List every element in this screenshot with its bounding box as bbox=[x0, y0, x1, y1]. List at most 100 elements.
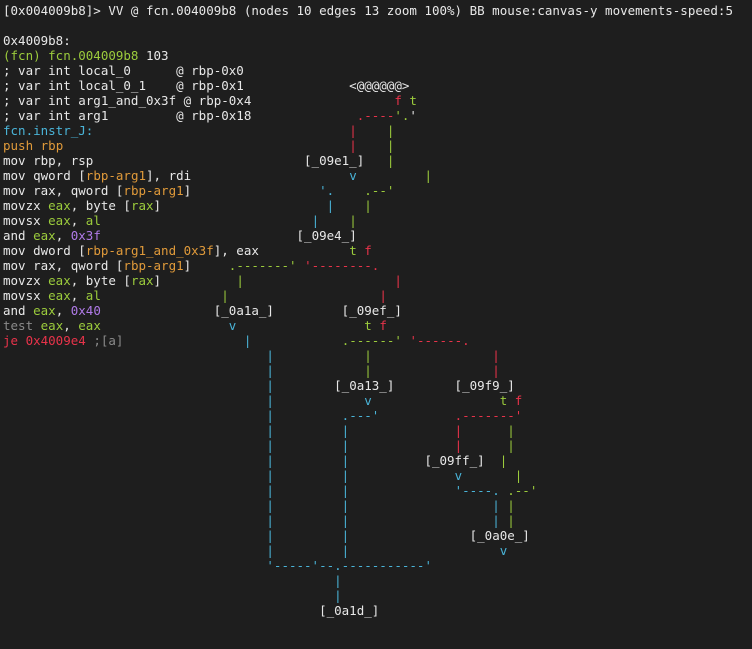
terminal-line: movsx eax, al | | bbox=[3, 288, 387, 303]
terminal-text-segment: | bbox=[326, 198, 335, 213]
terminal-text-segment: | bbox=[507, 438, 515, 453]
terminal-text-segment: v bbox=[499, 543, 508, 558]
terminal-text-segment: mov rax, qword [ bbox=[3, 183, 124, 198]
terminal-text-segment bbox=[274, 528, 342, 543]
terminal-line: ; var int arg1_and_0x3f @ rbp-0x4 f t bbox=[3, 93, 417, 108]
terminal-text-segment: ; var int arg1_and_0x3f @ rbp-0x4 bbox=[3, 93, 395, 108]
terminal-text-segment: | bbox=[266, 363, 274, 378]
terminal-text-segment bbox=[357, 168, 425, 183]
terminal-text-segment: | bbox=[386, 123, 395, 138]
terminal-text-segment: ], rdi bbox=[146, 168, 350, 183]
terminal-text-segment bbox=[274, 513, 342, 528]
terminal-text-segment bbox=[319, 213, 349, 228]
terminal-text-segment: , bbox=[70, 288, 86, 303]
terminal-text-segment: | bbox=[349, 213, 357, 228]
terminal-text-segment: .------' bbox=[341, 333, 402, 348]
terminal-line: | v t f bbox=[3, 393, 522, 408]
terminal-line: | | [_0a0e_] bbox=[3, 528, 530, 543]
terminal-line: | | | bbox=[3, 348, 499, 363]
terminal-line: | bbox=[3, 588, 342, 603]
terminal-text-segment bbox=[357, 123, 387, 138]
terminal-text-segment: | bbox=[341, 453, 350, 468]
terminal-text-segment bbox=[3, 348, 266, 363]
terminal-text-segment: | bbox=[499, 453, 508, 468]
terminal-text-segment: t bbox=[499, 393, 508, 408]
terminal-text-segment: | bbox=[386, 153, 395, 168]
terminal-text-segment: | bbox=[514, 468, 523, 483]
command-prompt-line: [0x004009b8]> VV @ fcn.004009b8 (nodes 1… bbox=[3, 3, 733, 18]
terminal-text-segment: 0x3f bbox=[70, 228, 101, 243]
terminal-text-segment: | bbox=[334, 588, 342, 603]
terminal-text-segment: | bbox=[364, 348, 372, 363]
terminal-text-segment: movzx bbox=[3, 198, 49, 213]
terminal-line: mov rbp, rsp [_09e1_] | bbox=[3, 153, 394, 168]
terminal-text-segment bbox=[349, 423, 454, 438]
terminal-text-segment: je 0x4009e4 bbox=[3, 333, 86, 348]
terminal-text-segment bbox=[3, 453, 266, 468]
terminal-line: | | v bbox=[3, 543, 507, 558]
terminal-text-segment bbox=[349, 513, 492, 528]
terminal-line: je 0x4009e4 ;[a] | .------' '------. bbox=[3, 333, 470, 348]
terminal-text-segment bbox=[3, 528, 266, 543]
terminal-text-segment bbox=[3, 393, 266, 408]
terminal-text-segment: , bbox=[70, 213, 86, 228]
terminal-text-segment bbox=[3, 468, 266, 483]
terminal-text-segment: | bbox=[334, 573, 342, 588]
terminal-line: ; var int local_0_1 @ rbp-0x1 <@@@@@@> bbox=[3, 78, 409, 93]
terminal-text-segment: | bbox=[454, 438, 463, 453]
terminal-text-segment: ; var int local_0 @ rbp-0x0 bbox=[3, 63, 244, 78]
terminal-text-segment: | bbox=[341, 423, 350, 438]
terminal-line: fcn.instr_J: | | bbox=[3, 123, 394, 138]
terminal-text-segment: , byte [ bbox=[70, 273, 131, 288]
terminal-line: | | [_09ff_] | bbox=[3, 453, 507, 468]
terminal-text-segment: mov qword [ bbox=[3, 168, 86, 183]
terminal-text-segment: | bbox=[311, 213, 320, 228]
terminal-text-segment: | bbox=[341, 438, 350, 453]
terminal-text-segment: | bbox=[424, 168, 433, 183]
terminal-text-segment bbox=[462, 423, 507, 438]
terminal-text-segment bbox=[3, 363, 266, 378]
terminal-text-segment: '. bbox=[394, 108, 410, 123]
terminal-text-segment: | bbox=[243, 333, 252, 348]
terminal-text-segment bbox=[274, 423, 342, 438]
terminal-text-segment: [_0a0e_] bbox=[349, 528, 530, 543]
terminal-text-segment: and bbox=[3, 303, 34, 318]
terminal-text-segment bbox=[63, 138, 349, 153]
terminal-text-segment: | bbox=[492, 498, 500, 513]
terminal-text-segment: | bbox=[266, 513, 274, 528]
terminal-text-segment bbox=[274, 438, 342, 453]
terminal-text-segment: | bbox=[454, 423, 463, 438]
terminal-line: | | '----. .--' bbox=[3, 483, 537, 498]
terminal-line: movzx eax, byte [rax] | | bbox=[3, 273, 402, 288]
terminal-text-segment: | bbox=[364, 363, 372, 378]
terminal-line: mov rax, qword [rbp-arg1] '. .--' bbox=[3, 183, 394, 198]
terminal-text-segment bbox=[229, 288, 380, 303]
terminal-text-segment bbox=[3, 378, 266, 393]
terminal-text-segment bbox=[274, 543, 342, 558]
terminal-text-segment: '--------. bbox=[304, 258, 380, 273]
terminal-text-segment bbox=[3, 423, 266, 438]
terminal-text-segment: and bbox=[3, 228, 34, 243]
terminal-line: and eax, 0x40 [_0a1a_] [_09ef_] bbox=[3, 303, 402, 318]
terminal-text-segment: | bbox=[492, 363, 500, 378]
terminal-text-segment: rbp-arg1 bbox=[85, 168, 147, 183]
terminal-text-segment: movzx bbox=[3, 273, 49, 288]
terminal-line: test eax, eax v t f bbox=[3, 318, 387, 333]
terminal-text-segment bbox=[274, 363, 364, 378]
terminal-text-segment: , bbox=[55, 303, 71, 318]
terminal-text-segment: fcn.instr_J: bbox=[3, 123, 94, 138]
terminal-text-segment: f bbox=[514, 393, 523, 408]
terminal-text-segment: t bbox=[349, 243, 357, 258]
terminal-line: | | v | bbox=[3, 468, 522, 483]
terminal-text-segment: '----. bbox=[454, 483, 500, 498]
terminal-text-segment: eax bbox=[33, 303, 56, 318]
terminal-text-segment: v bbox=[454, 468, 463, 483]
terminal-text-segment: eax bbox=[48, 273, 71, 288]
terminal-text-segment: '. bbox=[319, 183, 335, 198]
terminal-text-segment: ;[a] bbox=[93, 333, 124, 348]
terminal-line: (fcn) fcn.004009b8 103 bbox=[3, 48, 169, 63]
terminal-text-segment bbox=[334, 198, 364, 213]
terminal-text-segment: | bbox=[266, 453, 274, 468]
terminal-text-segment: al bbox=[85, 288, 101, 303]
